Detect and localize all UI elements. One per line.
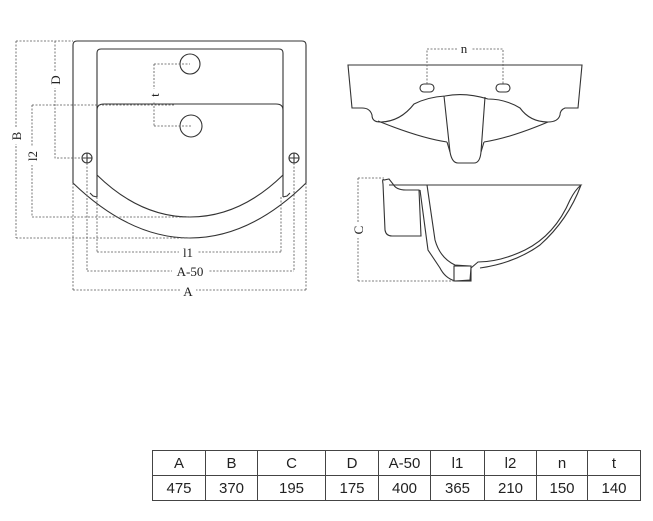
header-n: n <box>536 450 588 476</box>
dim-label-n: n <box>461 41 468 56</box>
dim-label-l1: l1 <box>183 245 193 260</box>
value-l2: 210 <box>484 475 537 501</box>
header-A-50: A-50 <box>378 450 431 476</box>
dim-label-t: t <box>147 93 162 97</box>
header-C: C <box>257 450 326 476</box>
value-l1: 365 <box>430 475 485 501</box>
value-B: 370 <box>205 475 258 501</box>
dim-label-B: B <box>9 131 24 140</box>
value-D: 175 <box>325 475 379 501</box>
front-view: n <box>347 41 583 164</box>
header-A: A <box>152 450 206 476</box>
header-D: D <box>325 450 379 476</box>
value-A-50: 400 <box>378 475 431 501</box>
dim-label-l2: l2 <box>25 151 40 161</box>
header-l2: l2 <box>484 450 537 476</box>
mounting-hole-right <box>288 152 300 164</box>
dim-label-D: D <box>48 75 63 84</box>
dim-label-A: A <box>183 284 193 299</box>
table-value-row: 475 370 195 175 400 365 210 150 140 <box>152 475 641 501</box>
dim-label-A-50: A-50 <box>177 264 204 279</box>
side-view: C <box>351 177 583 282</box>
value-t: 140 <box>587 475 641 501</box>
header-t: t <box>587 450 641 476</box>
header-l1: l1 <box>430 450 485 476</box>
dim-label-C: C <box>351 226 366 235</box>
table-header-row: A B C D A-50 l1 l2 n t <box>152 450 641 476</box>
value-C: 195 <box>257 475 326 501</box>
value-n: 150 <box>536 475 588 501</box>
header-B: B <box>205 450 258 476</box>
dimensions-table: A B C D A-50 l1 l2 n t 475 370 195 175 4… <box>152 450 641 501</box>
top-view: B D l2 t l1 A-50 A <box>9 40 307 299</box>
value-A: 475 <box>152 475 206 501</box>
